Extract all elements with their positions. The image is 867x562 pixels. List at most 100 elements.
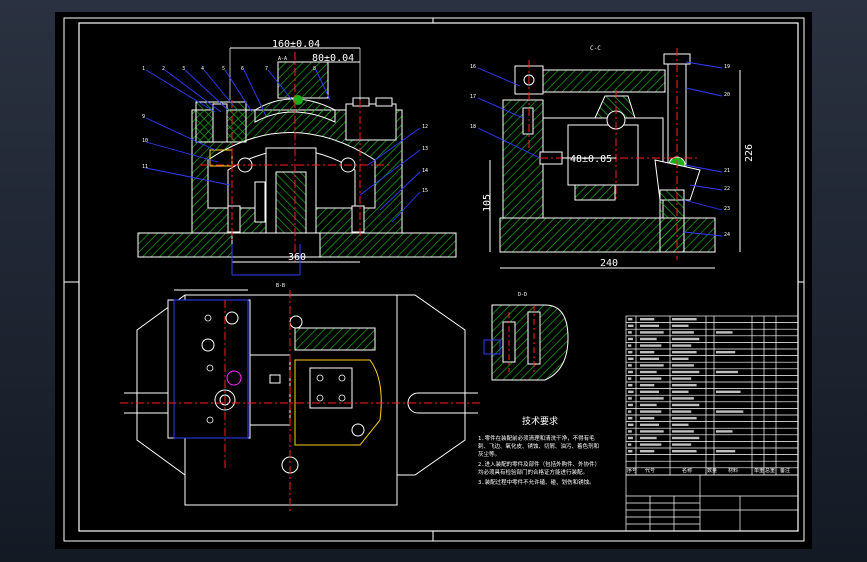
bom-cell-mark — [640, 423, 659, 426]
bom-cell-mark — [640, 351, 655, 354]
bom-cell-mark — [628, 377, 632, 380]
bom-cell-mark — [628, 436, 633, 440]
bom-cell-mark — [716, 370, 738, 374]
bom-cell-mark — [628, 370, 633, 374]
bom-cell-mark — [640, 318, 655, 321]
bom-cell-mark — [672, 443, 692, 446]
svg-text:16: 16 — [470, 64, 476, 70]
bom-cell-mark — [640, 337, 657, 341]
svg-text:4: 4 — [201, 66, 204, 72]
bom-cell-mark — [628, 397, 632, 400]
bom-cell-mark — [672, 377, 692, 380]
bom-cell-mark — [672, 450, 697, 453]
dim-105: 105 — [482, 194, 493, 212]
svg-text:19: 19 — [724, 64, 730, 70]
bom-cell-mark — [672, 403, 700, 407]
top-plan-view[interactable] — [120, 289, 480, 512]
bom-cell-mark — [640, 450, 655, 453]
bom-cell-mark — [628, 410, 632, 413]
svg-text:1: 1 — [142, 66, 145, 72]
svg-text:23: 23 — [724, 206, 730, 212]
side-section-view[interactable] — [489, 48, 741, 269]
bom-cell-mark — [672, 410, 692, 413]
tech-line: 2.进入装配的零件及部件（包括外购件、外协件） — [478, 460, 600, 468]
bom-cell-mark — [716, 450, 736, 453]
bom-cell-mark — [716, 331, 733, 334]
zone-ticks — [64, 18, 804, 541]
svg-text:代号: 代号 — [645, 467, 655, 474]
bom-cell-mark — [640, 443, 662, 446]
tech-line: 均必须具有检验部门的合格证方能进行装配。 — [478, 468, 588, 476]
svg-text:13: 13 — [422, 146, 428, 152]
leaders-side — [477, 61, 723, 237]
bom-cell-mark — [640, 436, 657, 440]
drawing-sheet — [55, 12, 812, 549]
svg-text:总重: 总重 — [765, 467, 775, 474]
bom-cell-mark — [628, 344, 632, 347]
svg-text:材料: 材料 — [728, 467, 738, 474]
svg-text:22: 22 — [724, 186, 730, 192]
title-block[interactable] — [625, 474, 799, 532]
svg-text:24: 24 — [724, 232, 730, 238]
bom-cell-mark — [640, 364, 664, 367]
svg-text:3: 3 — [182, 66, 185, 72]
bom-cell-mark — [672, 370, 700, 374]
bom-cell-mark — [640, 410, 662, 413]
detail-section-dd[interactable] — [483, 304, 569, 381]
bom-cell-mark — [640, 377, 662, 380]
svg-text:14: 14 — [422, 168, 428, 174]
bill-of-materials[interactable] — [625, 315, 799, 476]
tech-title: 技术要求 — [522, 415, 558, 427]
bom-cell-mark — [672, 344, 692, 347]
bom-cell-mark — [672, 384, 697, 387]
bom-cell-mark — [640, 390, 659, 393]
dim-160: 160±0.04 — [272, 39, 320, 50]
view-label-cc: C-C — [590, 45, 601, 52]
bom-cell-mark — [716, 410, 744, 413]
bom-cell-mark — [628, 423, 634, 426]
svg-text:5: 5 — [222, 66, 225, 72]
dim-226: 226 — [744, 144, 755, 162]
tech-line: 3.装配过程中零件不允许磕、碰、划伤和锈蚀。 — [478, 478, 595, 486]
bom-cell-mark — [628, 417, 633, 420]
svg-text:20: 20 — [724, 92, 730, 98]
svg-text:单重: 单重 — [754, 467, 764, 474]
bom-cell-mark — [640, 397, 664, 400]
view-label-aa: A-A — [278, 56, 287, 62]
front-section-view[interactable] — [137, 47, 457, 276]
bom-cell-mark — [628, 331, 632, 334]
bom-cell-mark — [672, 423, 689, 426]
bom-cell-mark — [672, 357, 689, 360]
bom-cell-mark — [716, 351, 736, 354]
bom-cell-mark — [640, 370, 657, 374]
callouts-front: 1 2 3 4 5 6 7 8 9 10 11 12 13 14 15 — [142, 66, 428, 194]
svg-text:11: 11 — [142, 164, 148, 170]
svg-text:15: 15 — [422, 188, 428, 194]
inner-frame — [78, 22, 799, 532]
bom-cell-mark — [628, 337, 633, 341]
bom-header: 序号 代号 名称 数量 材料 单重 总重 备注 — [627, 467, 790, 474]
bom-cell-mark — [628, 324, 634, 327]
svg-text:8: 8 — [313, 66, 316, 72]
bom-cell-mark — [640, 384, 655, 387]
tech-line: 刺、飞边、氧化皮、锈蚀、切屑、油污、着色剂和 — [478, 442, 599, 450]
view-label-dd: D-D — [518, 292, 527, 298]
svg-text:2: 2 — [162, 66, 165, 72]
svg-text:18: 18 — [470, 124, 476, 130]
svg-text:备注: 备注 — [780, 467, 790, 474]
bom-cell-mark — [628, 403, 633, 407]
bom-cell-mark — [628, 390, 634, 393]
bom-cell-mark — [640, 403, 657, 407]
bom-cell-mark — [628, 430, 632, 433]
bom-cell-mark — [640, 417, 655, 420]
tech-line: 1.零件在装配前必须清理和清洗干净，不得有毛 — [478, 434, 595, 442]
bom-cell-mark — [672, 318, 697, 321]
svg-text:名称: 名称 — [682, 467, 692, 474]
bom-cell-mark — [640, 331, 664, 334]
bom-cell-mark — [672, 390, 689, 393]
callouts-side: 16 17 18 19 20 21 22 23 24 — [470, 64, 730, 238]
bom-cell-mark — [672, 337, 700, 341]
technical-requirements: 技术要求 1.零件在装配前必须清理和清洗干净，不得有毛 刺、飞边、氧化皮、锈蚀、… — [478, 415, 600, 486]
